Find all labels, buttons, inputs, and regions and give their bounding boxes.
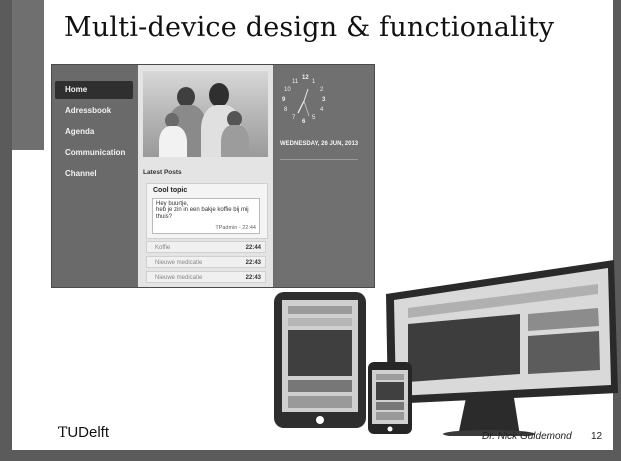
phone-icon [368,362,412,434]
nav-item-communication[interactable]: Communication [65,148,126,157]
clock-icon: 11 12 1 10 2 9 3 8 4 7 6 5 [280,73,332,131]
clock-number: 1 [312,79,316,85]
post-label: Nieuwe medicatie [155,275,203,281]
post-label: Koffie [155,245,171,251]
family-photo [143,71,268,157]
clock-number: 6 [302,119,306,125]
nav-item-channel[interactable]: Channel [65,169,97,178]
clock-number: 3 [322,97,326,103]
slide-title: Multi-device design & functionality [64,12,555,43]
app-screenshot: Home Adressbook Agenda Communication Cha… [51,64,375,288]
topic-title: Cool topic [153,187,188,194]
nav-item-home[interactable]: Home [55,81,133,99]
clock-number: 4 [320,107,324,113]
tudelft-logo-flame: T [58,425,68,441]
app-content: Latest Posts Cool topic Hey buurtje, heb… [138,65,273,287]
topic-message: Hey buurtje, heb je zin in een bakje kof… [156,201,249,220]
divider [280,159,358,160]
nav-item-agenda[interactable]: Agenda [65,127,95,136]
post-time: 22:43 [245,260,261,266]
tudelft-logo: TUDelft [58,424,109,441]
author-name: Dr. Nick Guldemond [482,431,572,442]
post-time: 22:43 [245,275,261,281]
monitor-icon [386,260,618,404]
post-item[interactable]: Nieuwe medicatie 22:43 [146,271,266,283]
tudelft-logo-text: UDelft [67,424,110,441]
clock-number: 2 [320,87,324,93]
clock-number: 10 [284,87,291,93]
latest-posts-label: Latest Posts [143,169,182,176]
topic-meta: TPadmin - 22:44 [215,224,256,231]
left-accent-band [12,0,44,150]
devices-illustration [274,260,618,436]
post-item[interactable]: Nieuwe medicatie 22:43 [146,256,266,268]
bottom-band [0,450,621,461]
topic-message-box: Hey buurtje, heb je zin in een bakje kof… [152,198,260,234]
clock-number: 9 [282,97,286,103]
topic-card[interactable]: Cool topic Hey buurtje, heb je zin in ee… [146,183,268,239]
date-label: WEDNESDAY, 26 JUN, 2013 [280,141,359,147]
clock-number: 5 [312,115,316,121]
tablet-icon [274,292,366,428]
clock-number: 12 [302,75,309,81]
clock-number: 8 [284,107,288,113]
app-sidebar: 11 12 1 10 2 9 3 8 4 7 6 5 WEDNESDAY, 26… [274,65,374,287]
nav-item-adressbook[interactable]: Adressbook [65,106,112,115]
clock-number: 11 [292,79,299,85]
clock-number: 7 [292,115,296,121]
post-time: 22:44 [245,245,261,251]
post-item[interactable]: Koffie 22:44 [146,241,266,253]
post-label: Nieuwe medicatie [155,260,203,266]
page-number: 12 [591,431,603,442]
app-nav: Home Adressbook Agenda Communication Cha… [52,65,137,287]
